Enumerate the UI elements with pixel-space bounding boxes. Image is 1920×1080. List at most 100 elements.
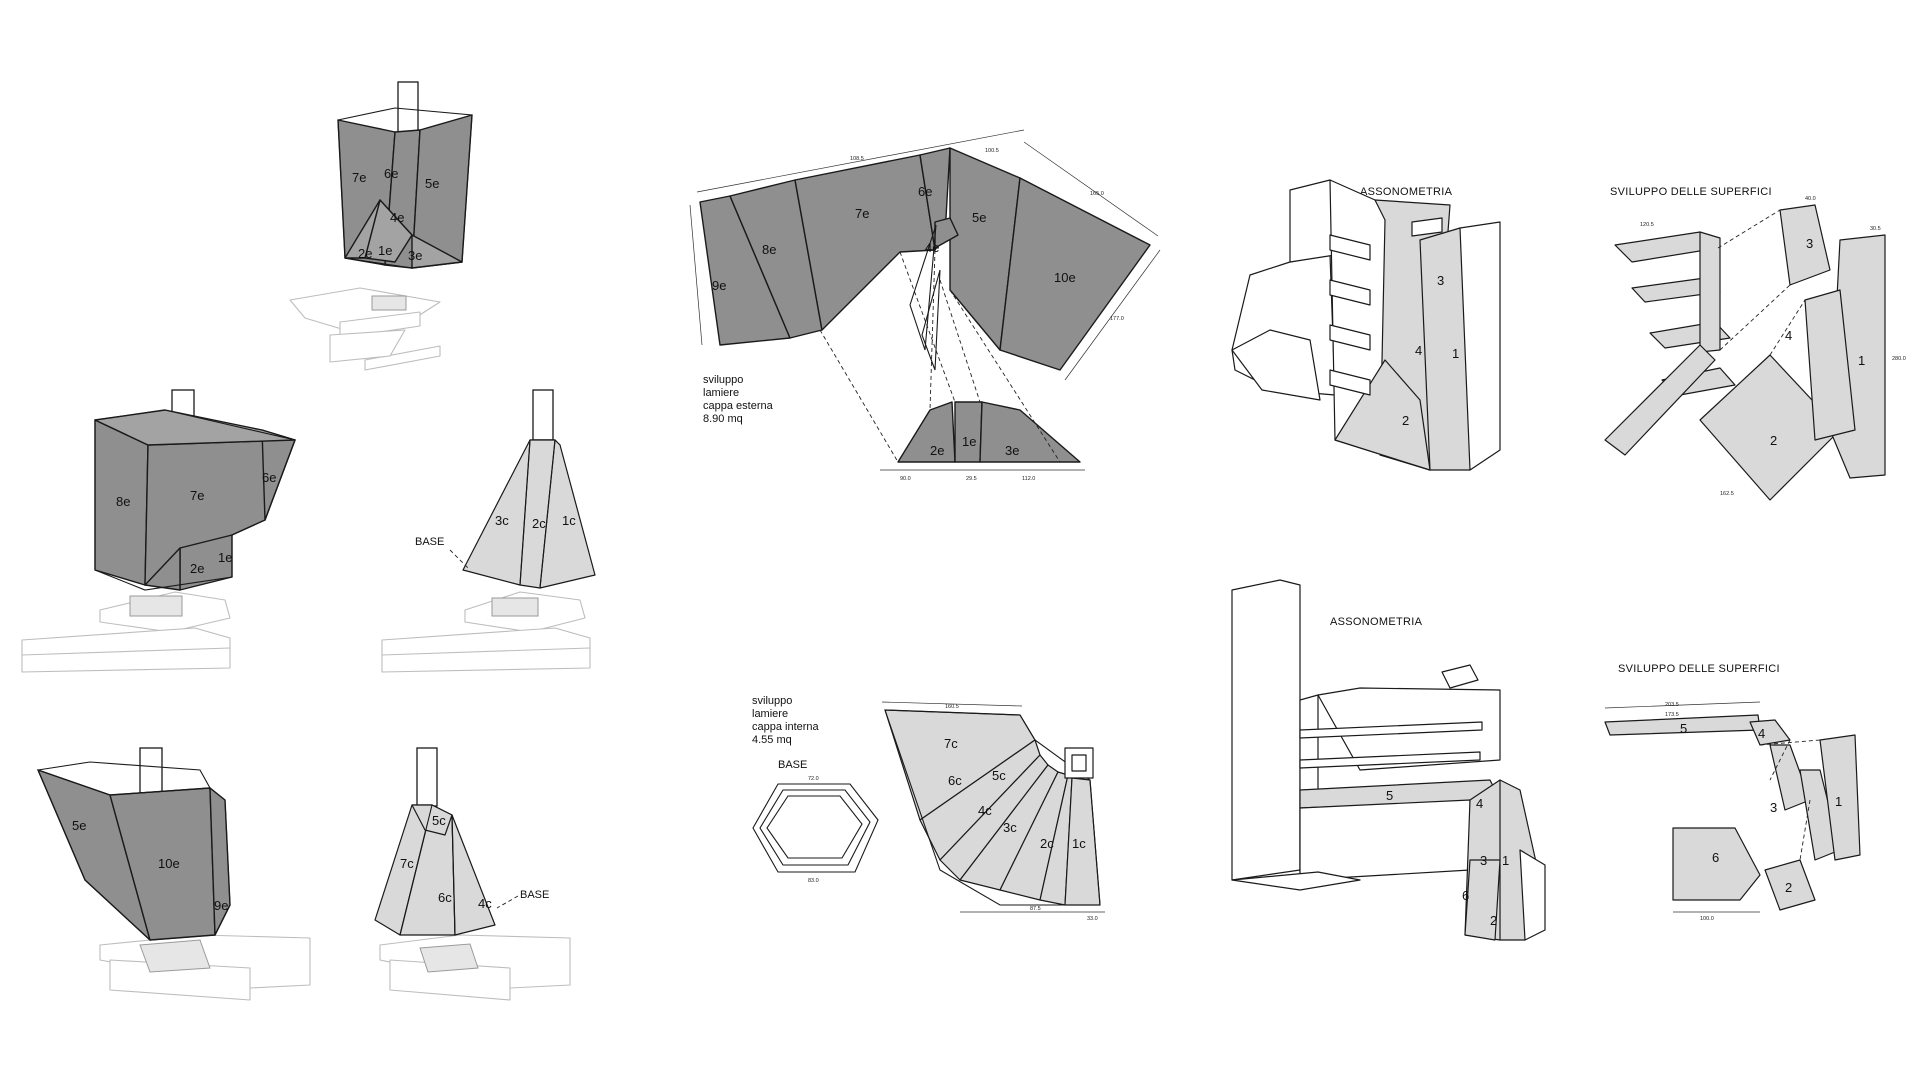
svil-bot-label: 6 <box>1712 850 1719 865</box>
svil-label: 3 <box>1806 236 1813 251</box>
ext-dim: 177.0 <box>1110 316 1124 322</box>
int-dim: 160.5 <box>945 704 959 710</box>
svil-bot-dim: 100.0 <box>1700 916 1714 922</box>
svil-bot-label: 4 <box>1758 726 1765 741</box>
svil-label: 4 <box>1785 328 1792 343</box>
top-hood-label: 1e <box>378 243 392 258</box>
top-hood-label: 4e <box>390 210 404 225</box>
top-hood-label: 3e <box>408 248 422 263</box>
assono-bot-label: 1 <box>1502 853 1509 868</box>
bot-cone-label: 5c <box>432 813 446 828</box>
ext-dev-label: 5e <box>972 210 986 225</box>
ext-dev-label: 2e <box>930 443 944 458</box>
bot-base-ghost <box>99 934 311 1001</box>
external-note: 8.90 mq <box>703 413 743 425</box>
bot-hood-label: 5e <box>72 818 86 833</box>
mid-cone-assembly: 3c 2c 1c BASE <box>381 389 596 673</box>
top-hood-label: 6e <box>384 166 398 181</box>
svil-bot-dim: 203.5 <box>1665 702 1679 708</box>
mid-hood-body <box>94 409 296 591</box>
base-plan-label: BASE <box>778 759 807 771</box>
mid-hood-assembly: 8e 7e 6e 2e 1e <box>21 389 296 673</box>
svil-dim: 30.5 <box>1870 226 1881 232</box>
svil-bot-label: 1 <box>1835 794 1842 809</box>
mid-cone-label: 3c <box>495 513 509 528</box>
top-hood-label: 5e <box>425 176 439 191</box>
svil-dim: 40.0 <box>1805 196 1816 202</box>
assonometria-title: ASSONOMETRIA <box>1330 616 1423 628</box>
svil-dim: 162.5 <box>1720 491 1734 497</box>
assono-label: 3 <box>1437 273 1444 288</box>
mid-cone-label: 1c <box>562 513 576 528</box>
mid-hood-label: 1e <box>218 550 232 565</box>
top-hood-body <box>337 107 473 269</box>
ext-dev-label: 3e <box>1005 443 1019 458</box>
assono-bot-label: 2 <box>1490 913 1497 928</box>
assonometria-top: ASSONOMETRIA 3 4 1 2 <box>1231 179 1501 471</box>
mid-cone-base-ghost <box>381 591 591 673</box>
ext-dev-label: 8e <box>762 242 776 257</box>
base-label: BASE <box>415 536 444 548</box>
bot-hood-assembly: 5e 10e 9e <box>37 747 311 1001</box>
svil-dim: 120.5 <box>1640 222 1654 228</box>
int-dev-label: 4c <box>978 803 992 818</box>
int-dim: 87.5 <box>1030 906 1041 912</box>
internal-note: lamiere <box>752 708 788 720</box>
assono-label: 2 <box>1402 413 1409 428</box>
top-hood-label: 2e <box>358 246 372 261</box>
sviluppo-top: SVILUPPO DELLE SUPERFICI 3 4 1 2 120.5 4… <box>1604 186 1906 501</box>
int-dev-label: 3c <box>1003 820 1017 835</box>
external-development: 9e 8e 7e 6e 4e 5e 10e 2e 1e 3e 108.5 100… <box>689 129 1161 482</box>
assono-label: 4 <box>1415 343 1422 358</box>
assono-label: 1 <box>1452 346 1459 361</box>
internal-note: cappa interna <box>752 721 820 733</box>
sviluppo-title: SVILUPPO DELLE SUPERFICI <box>1610 186 1772 198</box>
assono-bot-label: 5 <box>1386 788 1393 803</box>
assono-bot-label: 3 <box>1480 853 1487 868</box>
ext-dev-label: 10e <box>1054 270 1076 285</box>
internal-note: sviluppo <box>752 695 792 707</box>
ext-dim: 108.5 <box>850 156 864 162</box>
external-note: cappa esterna <box>703 400 774 412</box>
int-dev-label: 5c <box>992 768 1006 783</box>
bot-hood-body <box>37 761 231 941</box>
external-note: lamiere <box>703 387 739 399</box>
ext-dim: 29.5 <box>966 476 977 482</box>
bot-hood-label: 10e <box>158 856 180 871</box>
ext-dev-label: 6e <box>918 184 932 199</box>
int-dev-label: 7c <box>944 736 958 751</box>
internal-note: 4.55 mq <box>752 734 792 746</box>
bot-cone-body <box>374 804 496 936</box>
int-dev-label: 2c <box>1040 836 1054 851</box>
svil-bot-label: 3 <box>1770 800 1777 815</box>
int-dim: 83.0 <box>808 878 819 884</box>
external-note: sviluppo <box>703 374 743 386</box>
ext-dim: 100.5 <box>985 148 999 154</box>
top-base-ghost <box>289 287 441 371</box>
sviluppo-bottom: SVILUPPO DELLE SUPERFICI 5 4 3 1 6 2 203… <box>1604 663 1861 922</box>
mid-hood-label: 7e <box>190 488 204 503</box>
bot-cone-label: 7c <box>400 856 414 871</box>
bot-hood-label: 9e <box>214 898 228 913</box>
ext-dev-label: 9e <box>712 278 726 293</box>
base-outline-plan: BASE 72.0 83.0 <box>752 759 879 884</box>
ext-dim: 165.0 <box>1090 191 1104 197</box>
int-dev-label: 6c <box>948 773 962 788</box>
bot-cone-label: 6c <box>438 890 452 905</box>
bot-cone-assembly: 5c 7c 6c 4c BASE <box>374 747 571 1001</box>
int-dim: 72.0 <box>808 776 819 782</box>
svil-label: 2 <box>1770 433 1777 448</box>
ext-dev-label: 4e <box>925 240 939 255</box>
svil-bot-dim: 173.5 <box>1665 712 1679 718</box>
sviluppo-title: SVILUPPO DELLE SUPERFICI <box>1618 663 1780 675</box>
mid-hood-label: 2e <box>190 561 204 576</box>
ext-dim: 112.0 <box>1022 476 1035 482</box>
bot-cone-base-ghost <box>379 934 571 1001</box>
mid-cone-pipe <box>532 389 554 441</box>
top-hood-label: 7e <box>352 170 366 185</box>
svil-label: 1 <box>1858 353 1865 368</box>
ext-dev-label: 7e <box>855 206 869 221</box>
int-dev-label: 1c <box>1072 836 1086 851</box>
assonometria-title: ASSONOMETRIA <box>1360 186 1453 198</box>
